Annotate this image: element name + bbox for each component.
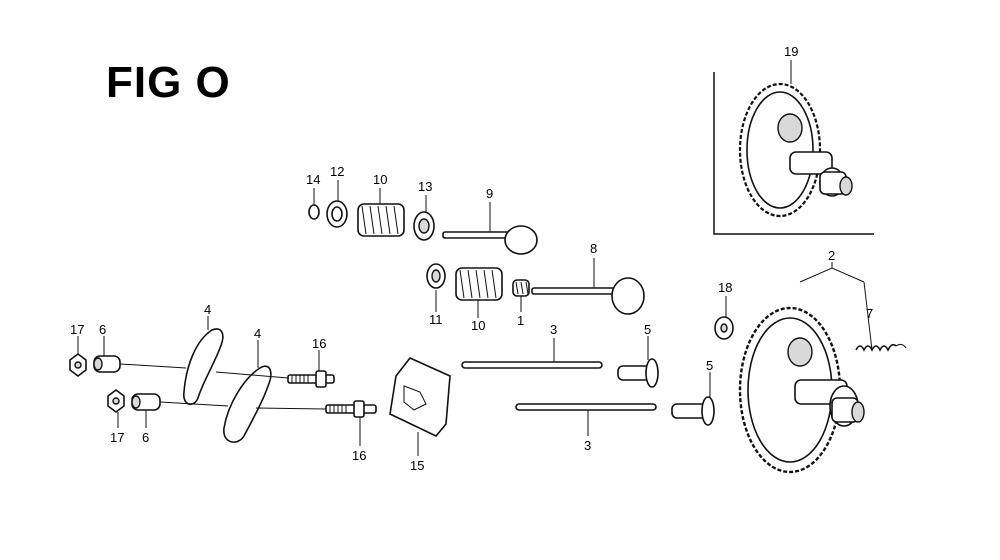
leader-lines <box>77 60 873 456</box>
callout-10-lower: 10 <box>471 318 485 333</box>
figure-title: FIG O <box>106 58 231 107</box>
callout-17-lower: 17 <box>110 430 124 445</box>
part-6-pivot-upper <box>93 355 121 373</box>
callout-13: 13 <box>418 179 432 194</box>
part-17-nut-lower <box>107 389 125 413</box>
callout-16-upper: 16 <box>312 336 326 351</box>
part-5-tappet-upper <box>617 358 659 388</box>
callout-15: 15 <box>410 458 424 473</box>
part-3-push-rod-upper <box>461 361 603 369</box>
inset-frame <box>713 72 874 235</box>
callout-10-upper: 10 <box>373 172 387 187</box>
part-5-tappet-lower <box>671 396 715 426</box>
callout-3-lower: 3 <box>584 438 591 453</box>
callout-8: 8 <box>590 241 597 256</box>
callout-11: 11 <box>429 312 443 327</box>
part-12-retainer <box>326 200 348 228</box>
callout-14: 14 <box>306 172 320 187</box>
part-10-lower-valve-spring <box>455 267 503 301</box>
callout-3-upper: 3 <box>550 322 557 337</box>
part-16-stud-lower <box>325 400 377 418</box>
part-14-keeper <box>308 204 320 220</box>
callout-5-lower: 5 <box>706 358 713 373</box>
callout-5-upper: 5 <box>644 322 651 337</box>
callout-18: 18 <box>718 280 732 295</box>
part-13-valve-seal <box>413 211 435 241</box>
callout-4-lower: 4 <box>254 326 261 341</box>
part-11-valve-seal <box>426 263 446 289</box>
callout-7: 7 <box>866 306 873 321</box>
part-19-camshaft-gear <box>738 82 853 218</box>
callout-16-lower: 16 <box>352 448 366 463</box>
part-3-push-rod-lower <box>515 403 657 411</box>
part-15-guide-plate <box>389 357 451 437</box>
part-17-nut-upper <box>69 353 87 377</box>
callout-6-upper: 6 <box>99 322 106 337</box>
callout-9: 9 <box>486 186 493 201</box>
part-10-upper-valve-spring <box>357 203 405 237</box>
callout-2: 2 <box>828 248 835 263</box>
callout-12: 12 <box>330 164 344 179</box>
part-16-stud-upper <box>287 370 335 388</box>
callout-4-upper: 4 <box>204 302 211 317</box>
callout-6-lower: 6 <box>142 430 149 445</box>
part-9-valve <box>442 225 538 255</box>
part-4-rocker-arm-lower <box>223 365 272 443</box>
part-7-spring <box>855 343 907 352</box>
part-8-valve <box>531 277 645 315</box>
assembly-centerlines <box>119 363 327 410</box>
part-6-pivot-lower <box>131 393 161 411</box>
part-4-rocker-arm-upper <box>183 328 224 405</box>
part-2-cam-gear <box>738 306 865 474</box>
callout-17-upper: 17 <box>70 322 84 337</box>
callout-19: 19 <box>784 44 798 59</box>
part-18-washer <box>714 316 734 340</box>
callout-1: 1 <box>517 313 524 328</box>
part-1-rotator <box>512 279 530 297</box>
